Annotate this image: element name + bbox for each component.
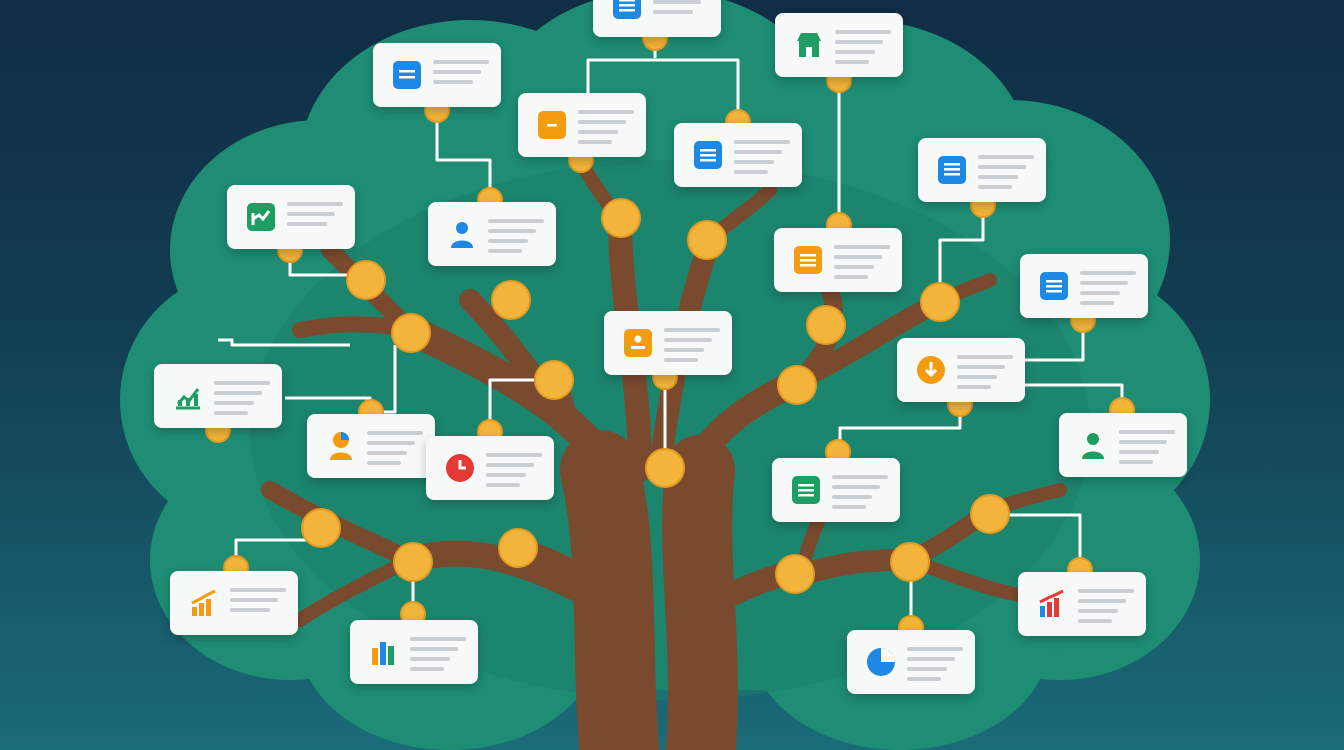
column-chart-icon bbox=[372, 642, 394, 665]
pie-chart-icon bbox=[867, 648, 895, 676]
placeholder-text-lines bbox=[832, 475, 890, 515]
placeholder-text-lines bbox=[834, 245, 892, 285]
placeholder-text-lines bbox=[1078, 589, 1136, 629]
placeholder-text-lines bbox=[664, 328, 722, 368]
list-icon bbox=[792, 476, 820, 504]
card-bar-chart[interactable] bbox=[170, 571, 298, 635]
card-person-pie[interactable] bbox=[307, 414, 435, 478]
bar-chart-icon bbox=[191, 589, 216, 616]
card-user[interactable] bbox=[1059, 413, 1187, 477]
card-document[interactable] bbox=[918, 138, 1046, 202]
placeholder-text-lines bbox=[653, 0, 711, 20]
card-trend-chart[interactable] bbox=[154, 364, 282, 428]
placeholder-text-lines bbox=[734, 140, 792, 180]
document-icon bbox=[694, 141, 722, 169]
id-card-icon bbox=[624, 329, 652, 357]
card-document[interactable] bbox=[593, 0, 721, 37]
placeholder-text-lines bbox=[957, 355, 1015, 395]
card-download[interactable] bbox=[897, 338, 1025, 402]
placeholder-text-lines bbox=[486, 453, 544, 493]
minus-square-icon bbox=[538, 111, 566, 139]
card-bar-chart[interactable] bbox=[1018, 572, 1146, 636]
placeholder-text-lines bbox=[907, 647, 965, 687]
card-storefront[interactable] bbox=[775, 13, 903, 77]
placeholder-text-lines bbox=[367, 431, 425, 471]
user-icon bbox=[451, 222, 473, 248]
person-pie-icon bbox=[330, 432, 352, 460]
placeholder-text-lines bbox=[287, 202, 345, 232]
trend-chart-icon bbox=[176, 388, 200, 410]
card-column-chart[interactable] bbox=[350, 620, 478, 684]
placeholder-text-lines bbox=[214, 381, 272, 421]
placeholder-text-lines bbox=[1080, 271, 1138, 311]
list-icon bbox=[794, 246, 822, 274]
card-growth-chart[interactable] bbox=[227, 185, 355, 249]
user-icon bbox=[1082, 433, 1104, 459]
placeholder-text-lines bbox=[230, 588, 288, 618]
card-document[interactable] bbox=[373, 43, 501, 107]
card-document[interactable] bbox=[1020, 254, 1148, 318]
card-list[interactable] bbox=[774, 228, 902, 292]
card-list[interactable] bbox=[772, 458, 900, 522]
clock-icon bbox=[446, 454, 474, 482]
document-icon bbox=[1040, 272, 1068, 300]
placeholder-text-lines bbox=[433, 60, 491, 90]
card-document[interactable] bbox=[674, 123, 802, 187]
document-icon bbox=[393, 61, 421, 89]
card-user[interactable] bbox=[428, 202, 556, 266]
placeholder-text-lines bbox=[978, 155, 1036, 195]
placeholder-text-lines bbox=[578, 110, 636, 150]
storefront-icon bbox=[797, 33, 821, 57]
card-pie-chart[interactable] bbox=[847, 630, 975, 694]
placeholder-text-lines bbox=[410, 637, 468, 677]
placeholder-text-lines bbox=[1119, 430, 1177, 470]
document-icon bbox=[938, 156, 966, 184]
download-icon bbox=[917, 356, 945, 384]
bar-chart-icon bbox=[1039, 589, 1064, 617]
placeholder-text-lines bbox=[835, 30, 893, 70]
growth-chart-icon bbox=[247, 203, 275, 231]
document-icon bbox=[613, 0, 641, 19]
card-id[interactable] bbox=[604, 311, 732, 375]
card-minus[interactable] bbox=[518, 93, 646, 157]
card-clock[interactable] bbox=[426, 436, 554, 500]
placeholder-text-lines bbox=[488, 219, 546, 259]
